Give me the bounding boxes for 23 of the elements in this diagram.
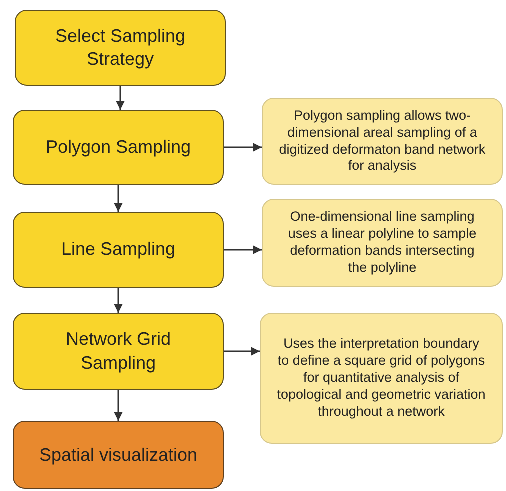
- process-box: [13, 110, 224, 185]
- description-text: Uses the interpretation boundary to define a square grid of polygons for quantitative analysis of topological and geometric variation throughout a network: [277, 336, 486, 421]
- step-label: Network Grid Sampling: [64, 328, 172, 375]
- output-box: [13, 421, 224, 489]
- description-box: [262, 199, 503, 287]
- step-label: Line Sampling: [61, 238, 176, 262]
- arrow: [114, 390, 123, 421]
- arrow: [116, 86, 125, 110]
- description-box: [262, 98, 503, 185]
- process-box: [13, 212, 224, 288]
- arrow: [114, 288, 123, 313]
- arrow: [224, 143, 262, 152]
- process-box: [13, 313, 224, 390]
- description-text: One-dimensional line sampling uses a linear polyline to sample deformation bands intersecting the polyline: [287, 209, 478, 277]
- arrow: [224, 347, 260, 356]
- step-label: Select Sampling Strategy: [54, 24, 187, 71]
- arrow: [114, 185, 123, 212]
- arrow: [224, 246, 262, 254]
- description-text: Polygon sampling allows two-dimensional areal sampling of a digitized deformaton band network for analysis: [279, 108, 486, 176]
- step-label: Spatial visualization: [39, 444, 198, 466]
- step-label: Polygon Sampling: [46, 136, 192, 159]
- description-box: [260, 313, 503, 444]
- process-box: [15, 10, 226, 86]
